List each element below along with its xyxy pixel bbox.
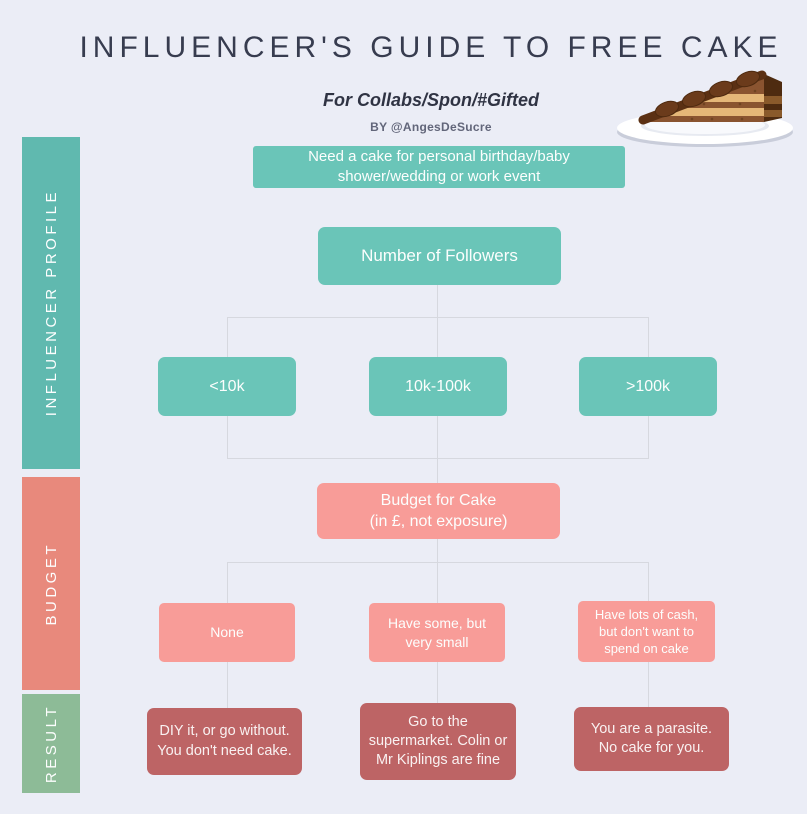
subtitle: For Collabs/Spon/#Gifted	[322, 90, 539, 110]
flow-node-budget-cheap: Have lots of cash, but don't want to spe…	[578, 601, 715, 662]
flow-node-result-parasite: You are a parasite. No cake for you.	[574, 707, 729, 771]
flow-node-result-supermarket: Go to the supermarket. Colin or Mr Kipli…	[360, 703, 516, 780]
page-title: INFLUENCER'S GUIDE TO FREE CAKE	[79, 31, 783, 64]
flow-node-followers: Number of Followers	[318, 227, 561, 285]
connector-line	[437, 317, 438, 357]
sidebar-section-budget: BUDGET	[22, 477, 80, 690]
connector-line	[648, 562, 649, 601]
connector-line	[227, 317, 228, 357]
flow-node-budget-none: None	[159, 603, 295, 662]
sidebar-label: BUDGET	[42, 541, 60, 626]
connector-line	[648, 416, 649, 458]
connector-line	[227, 662, 228, 708]
connector-line	[437, 285, 438, 317]
flow-node-followers-lt10k: <10k	[158, 357, 296, 416]
connector-line	[227, 416, 228, 458]
connector-line	[227, 562, 649, 563]
connector-line	[227, 458, 649, 459]
connector-line	[437, 662, 438, 703]
connector-line	[437, 562, 438, 603]
flow-node-start: Need a cake for personal birthday/baby s…	[253, 146, 625, 188]
connector-line	[648, 662, 649, 707]
flow-node-followers-gt100k: >100k	[579, 357, 717, 416]
connector-line	[227, 562, 228, 603]
connector-line	[437, 416, 438, 458]
flow-node-followers-10k-100k: 10k-100k	[369, 357, 507, 416]
sidebar-section-result: RESULT	[22, 694, 80, 793]
flow-node-budget: Budget for Cake (in £, not exposure)	[317, 483, 560, 539]
flow-node-result-diy: DIY it, or go without. You don't need ca…	[147, 708, 302, 775]
connector-line	[648, 317, 649, 357]
sidebar-section-influencer-profile: INFLUENCER PROFILE	[22, 137, 80, 469]
sidebar-label: INFLUENCER PROFILE	[42, 189, 60, 417]
flow-node-budget-small: Have some, but very small	[369, 603, 505, 662]
connector-line	[227, 317, 649, 318]
byline: BY @AngesDeSucre	[370, 120, 492, 134]
connector-line	[437, 539, 438, 562]
sidebar-label: RESULT	[42, 703, 60, 784]
cake-icon	[617, 70, 793, 147]
connector-line	[437, 458, 438, 483]
